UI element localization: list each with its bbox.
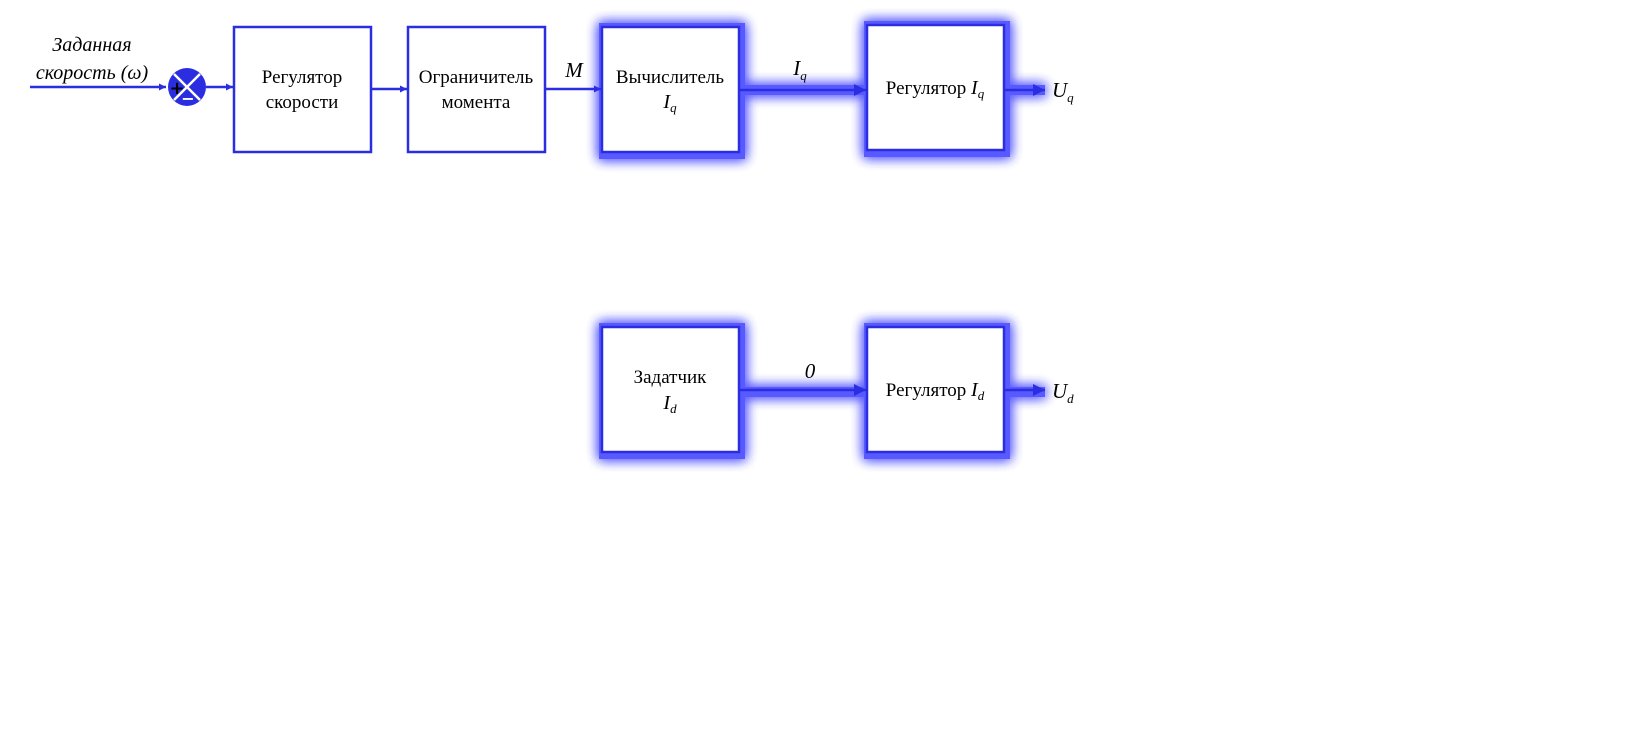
speed-regulator-line1: Регулятор [262,67,342,88]
id-setter-block: Задатчик Id [600,325,741,454]
iq-calculator-line1: Вычислитель [616,67,724,88]
torque-signal-label: M [564,58,584,82]
uq-output-label: Uq [1052,78,1074,105]
iq-ref-signal-label: Iq [792,56,807,83]
iq-regulator-block: Регулятор Iq [865,23,1006,152]
iq-calculator-block: Вычислитель Iq [600,25,741,154]
torque-limiter-line1: Ограничитель [419,67,534,88]
summing-minus-sign: − [181,89,194,108]
ud-output-label: Ud [1052,379,1074,406]
speed-regulator-block: Регулятор скорости [232,25,373,154]
input-label-line2: скорость (ω) [36,62,149,84]
speed-regulator-line2: скорости [266,92,339,113]
id-ref-signal-label: 0 [805,359,816,383]
summing-plus-sign: + [169,78,184,99]
torque-limiter-block: Ограничитель момента [406,25,547,154]
id-regulator-block: Регулятор Id [865,325,1006,454]
summing-junction: + − [168,68,206,108]
input-label-line1: Заданная [52,34,131,56]
iq-regulator-label: Регулятор Iq [886,77,985,101]
id-setter-line1: Задатчик [634,367,708,388]
torque-limiter-line2: момента [442,92,511,113]
id-regulator-label: Регулятор Id [886,379,985,403]
id-setter-var: Id [662,392,677,416]
iq-calculator-var: Iq [662,91,677,115]
